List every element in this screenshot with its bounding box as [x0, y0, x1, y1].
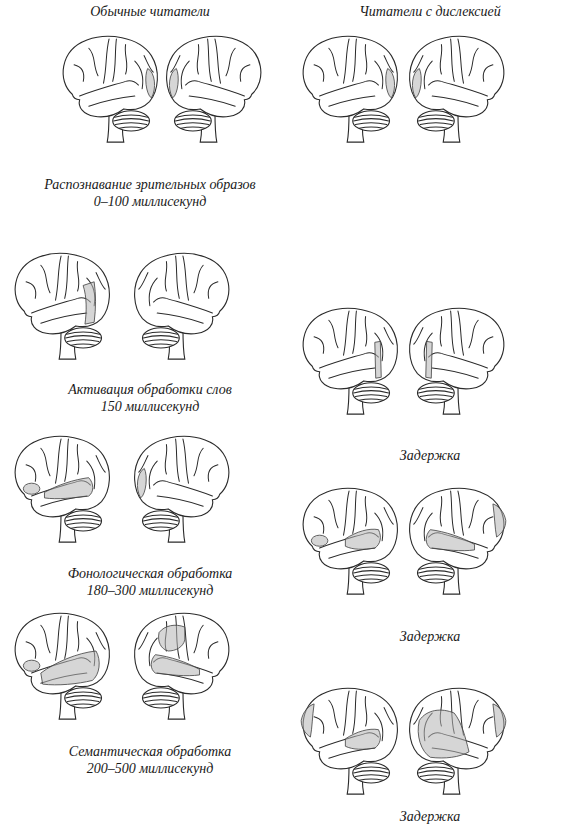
brain-outline	[410, 688, 504, 794]
brain-outline	[303, 488, 397, 594]
brain-outline	[135, 436, 229, 542]
brain-illustration	[410, 36, 504, 142]
stage-caption: Семантическая обработка 200–500 миллисек…	[66, 743, 235, 777]
active-region	[345, 529, 380, 549]
active-region	[159, 625, 185, 651]
brain-outline	[15, 613, 109, 719]
active-region	[426, 341, 432, 378]
brain-illustration	[303, 488, 397, 594]
stage-caption: Фонологическая обработка 180–300 миллисе…	[65, 565, 236, 599]
brain-illustration	[63, 36, 157, 142]
brain-illustration	[301, 688, 397, 794]
active-region	[137, 468, 146, 497]
active-region	[301, 704, 314, 737]
brain-outline	[167, 36, 261, 142]
active-region	[41, 651, 99, 685]
active-region	[375, 341, 381, 378]
active-region	[418, 710, 469, 758]
brain-outline	[303, 308, 397, 414]
brain-outline	[15, 436, 109, 542]
delay-note: Задержка	[399, 628, 462, 645]
brain-illustration	[303, 36, 397, 142]
active-region	[169, 68, 178, 97]
brain-outline	[303, 36, 397, 142]
brain-illustration	[303, 308, 397, 414]
brain-illustration	[410, 308, 504, 414]
brain-illustration	[135, 613, 229, 719]
active-region	[311, 535, 328, 546]
brain-outline	[135, 613, 229, 719]
brain-outline	[410, 308, 504, 414]
active-region	[151, 655, 199, 676]
brain-illustration	[135, 253, 229, 359]
column-heading: Обычные читатели	[89, 3, 211, 20]
brain-illustration	[167, 36, 261, 142]
brain-illustration	[15, 253, 109, 359]
active-region	[493, 504, 506, 537]
brain-outline	[410, 488, 504, 594]
brain-outline	[15, 253, 109, 359]
delay-note: Задержка	[399, 447, 462, 464]
active-region	[23, 660, 40, 671]
brain-outline	[410, 36, 504, 142]
active-region	[412, 68, 421, 97]
brain-outline	[63, 36, 157, 142]
active-region	[44, 478, 92, 499]
brain-illustration	[410, 488, 506, 594]
active-region	[146, 68, 155, 97]
active-region	[426, 530, 474, 551]
stage-caption: Распознавание зрительных образов 0–100 м…	[41, 176, 259, 210]
active-region	[345, 729, 380, 749]
brain-outline	[303, 688, 397, 794]
brain-illustration	[410, 688, 506, 794]
delay-note: Задержка	[399, 808, 462, 825]
active-region	[386, 68, 395, 97]
brain-outline	[135, 253, 229, 359]
stage-caption: Активация обработки слов 150 миллисекунд	[65, 381, 235, 415]
active-region	[493, 704, 506, 737]
brain-illustration	[135, 436, 229, 542]
active-region	[23, 483, 40, 494]
column-heading: Читатели с дислексией	[358, 3, 502, 20]
active-region	[83, 282, 95, 324]
brain-illustration	[15, 613, 109, 719]
brain-illustration	[15, 436, 109, 542]
